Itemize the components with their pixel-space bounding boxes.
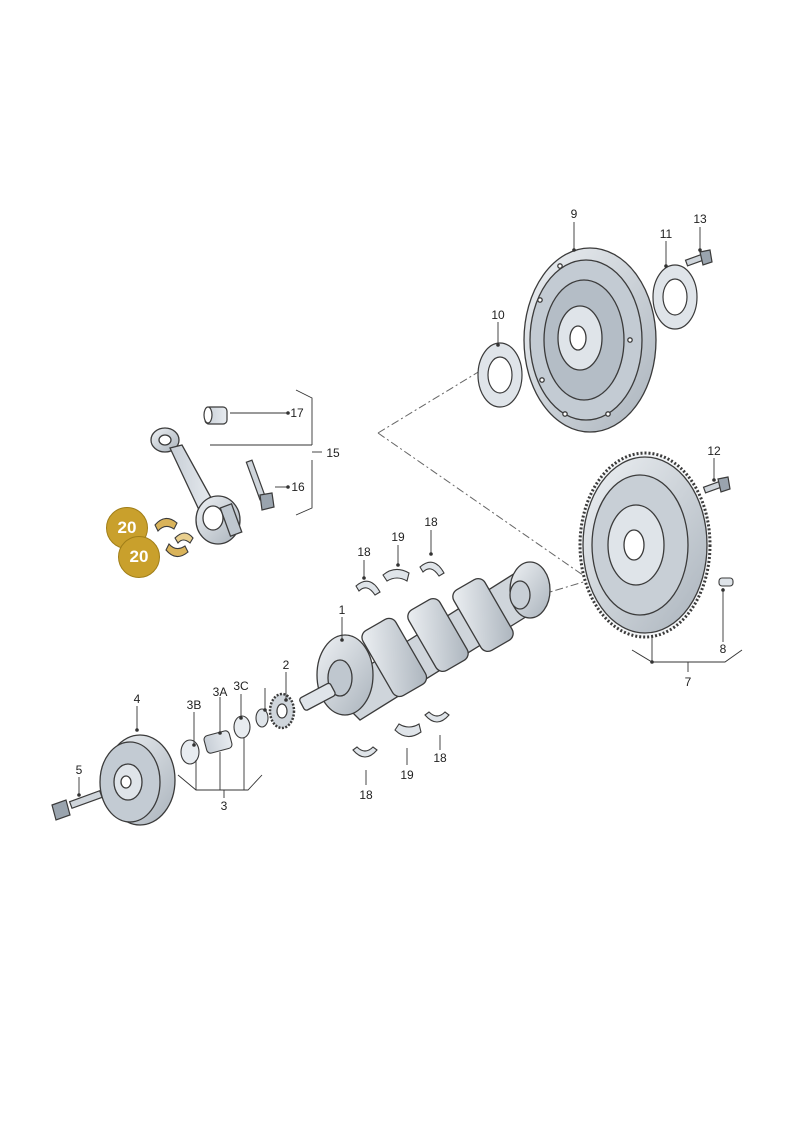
pulley-bolt xyxy=(51,789,103,821)
part-label-1: 1 xyxy=(338,603,346,617)
part-label-11: 11 xyxy=(659,227,673,241)
connecting-rod-bolt xyxy=(245,459,275,511)
crankshaft-sprocket xyxy=(268,692,296,730)
part-label-9: 9 xyxy=(570,207,578,221)
part-label-3b: 3B xyxy=(186,698,202,712)
part-label-2: 2 xyxy=(282,658,290,672)
dual-mass-flywheel xyxy=(523,247,657,433)
connecting-rod-bearing-shells xyxy=(154,517,194,558)
thrust-washer xyxy=(255,708,269,728)
highlight-badge-bearing-shell-lower[interactable]: 20 xyxy=(118,536,160,578)
vibration-damper-pulley xyxy=(99,734,176,826)
part-label-18: 18 xyxy=(359,788,373,802)
part-label-17: 17 xyxy=(290,406,304,420)
part-label-3c: 3C xyxy=(233,679,249,693)
part-label-4: 4 xyxy=(133,692,141,706)
part-label-19: 19 xyxy=(391,530,405,544)
axis-centerline xyxy=(539,579,591,596)
part-label-16: 16 xyxy=(291,480,305,494)
spacer-sleeve xyxy=(203,730,233,754)
crankshaft xyxy=(299,561,551,721)
connecting-rod xyxy=(150,427,243,545)
main-bearing-shells xyxy=(352,561,450,758)
part-label-18: 18 xyxy=(424,515,438,529)
dowel-pin xyxy=(718,577,734,587)
seal-ring xyxy=(233,715,251,739)
part-label-15: 15 xyxy=(326,446,340,460)
leader-lines xyxy=(78,222,743,798)
part-label-18: 18 xyxy=(433,751,447,765)
small-end-bush xyxy=(203,406,228,425)
part-label-3a: 3A xyxy=(212,685,228,699)
flywheel-shim-plate xyxy=(652,264,698,330)
flywheel-bolt xyxy=(702,476,731,494)
leader-dots xyxy=(77,248,725,797)
part-label-18: 18 xyxy=(357,545,371,559)
part-label-3: 3 xyxy=(220,799,228,813)
part-label-10: 10 xyxy=(491,308,505,322)
part-label-13: 13 xyxy=(693,212,707,226)
part-label-8: 8 xyxy=(719,642,727,656)
flywheel-bolt xyxy=(684,249,713,267)
part-label-5: 5 xyxy=(75,763,83,777)
flywheel-with-ring-gear xyxy=(578,451,712,639)
part-label-19: 19 xyxy=(400,768,414,782)
axis-centerline xyxy=(377,432,591,581)
part-label-7: 7 xyxy=(684,675,692,689)
flywheel-shim-plate xyxy=(477,342,523,408)
part-label-12: 12 xyxy=(707,444,721,458)
